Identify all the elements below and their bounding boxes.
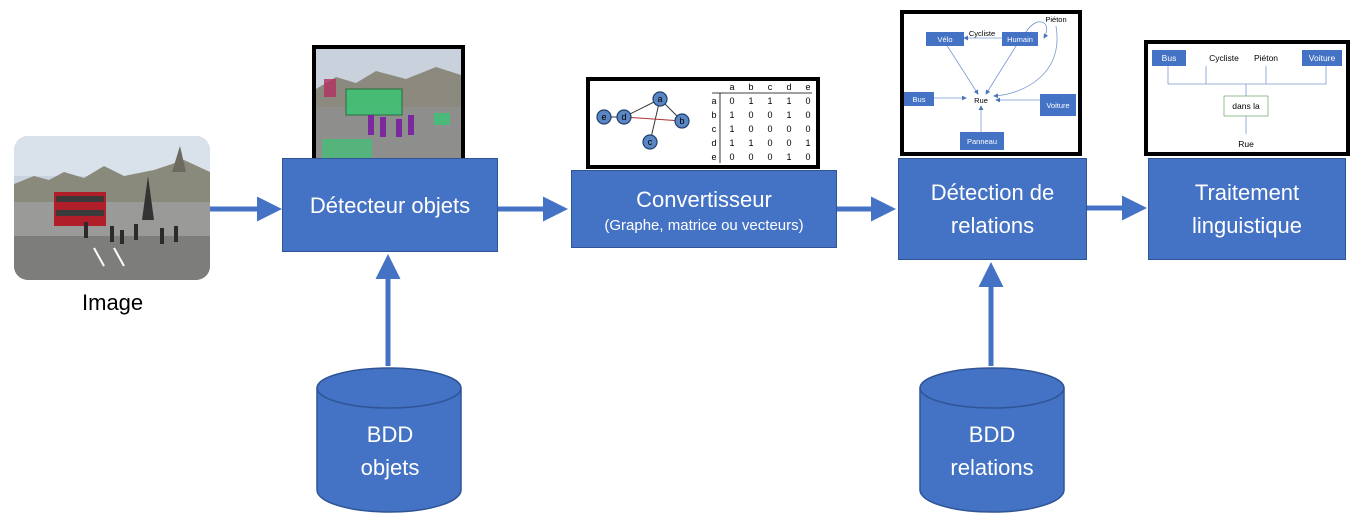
stage-detecteur-label: Détecteur objets (309, 192, 471, 218)
stage-relations-line2: relations (950, 213, 1035, 238)
matrix-cell: 0 (767, 152, 772, 162)
graph-node-c (642, 134, 658, 150)
graph-node-label: d (621, 112, 626, 122)
matrix-col-header: d (786, 82, 791, 92)
matrix-cell: 0 (805, 96, 810, 106)
database-relations-label: BDD relations (950, 422, 1034, 480)
matrix-cell: 0 (748, 110, 753, 120)
graph-node-d (616, 109, 632, 125)
detector-thumbnail (312, 45, 465, 162)
matrix-cell: 0 (748, 124, 753, 134)
graph-node-label: c (648, 137, 653, 147)
rel-node-voiture (1040, 94, 1076, 116)
rel-node-velo (926, 32, 964, 46)
matrix-cell: 0 (805, 152, 810, 162)
rel-label-rue: Rue (974, 96, 988, 105)
matrix-cell: 0 (786, 124, 791, 134)
matrix-row-header: b (711, 110, 716, 120)
ling-node-dans-la (1223, 95, 1269, 117)
matrix-row-header: a (711, 96, 716, 106)
matrix-cell: 1 (748, 96, 753, 106)
matrix-row-header: c (712, 124, 717, 134)
rel-label-humain: Humain (1007, 35, 1033, 44)
database-objets (316, 367, 462, 513)
rel-node-bus (904, 92, 934, 106)
stage-detecteur-objets: Détecteur objets (282, 158, 498, 252)
matrix-cell: 0 (729, 152, 734, 162)
input-image (14, 136, 210, 280)
graph-node-a (652, 91, 668, 107)
matrix-cell: 1 (729, 138, 734, 148)
ling-label-bus: Bus (1162, 53, 1177, 63)
database-objets-label: BDD objets (360, 422, 420, 480)
matrix-cell: 1 (786, 110, 791, 120)
matrix-cell: 0 (805, 124, 810, 134)
linguistic-thumbnail: Bus Cycliste Piéton Voiture dans la Rue (1144, 40, 1350, 156)
ling-node-voiture (1302, 50, 1342, 66)
stage-relations-line1: Détection de (930, 180, 1055, 205)
matrix-row-header: d (711, 138, 716, 148)
stage-linguistic-line1: Traitement (1194, 180, 1300, 205)
matrix-cell: 1 (729, 110, 734, 120)
matrix-col-header: a (729, 82, 734, 92)
rel-label-pieton: Piéton (1045, 15, 1066, 24)
ling-label-cycliste: Cycliste (1209, 53, 1239, 63)
matrix-cell: 1 (786, 96, 791, 106)
graph-node-label: b (679, 116, 684, 126)
matrix-col-header: e (805, 82, 810, 92)
ling-node-bus (1152, 50, 1186, 66)
rel-label-cycliste: Cycliste (969, 29, 995, 38)
stage-linguistic-line2: linguistique (1191, 213, 1303, 238)
matrix-cell: 0 (748, 152, 753, 162)
matrix-col-header: c (768, 82, 773, 92)
stage-traitement-linguistique: Traitement linguistique (1148, 158, 1346, 260)
matrix-cell: 0 (729, 96, 734, 106)
matrix-cell: 0 (767, 110, 772, 120)
image-caption: Image (82, 290, 144, 315)
matrix-row-header: e (711, 152, 716, 162)
rel-node-panneau (960, 132, 1004, 150)
ling-label-dans-la: dans la (1232, 101, 1260, 111)
matrix-cell: 0 (767, 124, 772, 134)
matrix-cell: 1 (748, 138, 753, 148)
matrix-cell: 1 (786, 152, 791, 162)
graph-node-e (596, 109, 612, 125)
database-relations (919, 367, 1065, 513)
stage-convertisseur: Convertisseur (Graphe, matrice ou vecteu… (571, 170, 837, 248)
matrix-cell: 0 (805, 110, 810, 120)
rel-node-humain (1002, 32, 1038, 46)
ling-label-pieton: Piéton (1254, 53, 1278, 63)
rel-label-velo: Vélo (937, 35, 952, 44)
relations-thumbnail: Vélo Cycliste Humain Piéton Bus Rue Voit… (900, 10, 1082, 156)
graph-node-b (674, 113, 690, 129)
matrix-cell: 1 (805, 138, 810, 148)
matrix-cell: 1 (767, 96, 772, 106)
rel-label-panneau: Panneau (967, 137, 997, 146)
stage-convertisseur-label: Convertisseur (636, 186, 772, 212)
stage-convertisseur-sublabel: (Graphe, matrice ou vecteurs) (604, 216, 804, 234)
stage-detection-relations: Détection de relations (898, 158, 1087, 260)
ling-label-voiture: Voiture (1309, 53, 1336, 63)
ling-label-rue: Rue (1238, 139, 1254, 149)
matrix-cell: 1 (729, 124, 734, 134)
matrix-cell: 0 (786, 138, 791, 148)
rel-label-bus: Bus (913, 95, 926, 104)
matrix-col-header: b (748, 82, 753, 92)
rel-label-voiture: Voiture (1046, 101, 1069, 110)
matrix-cell: 0 (767, 138, 772, 148)
graph-node-label: a (657, 94, 662, 104)
graph-node-label: e (601, 112, 606, 122)
